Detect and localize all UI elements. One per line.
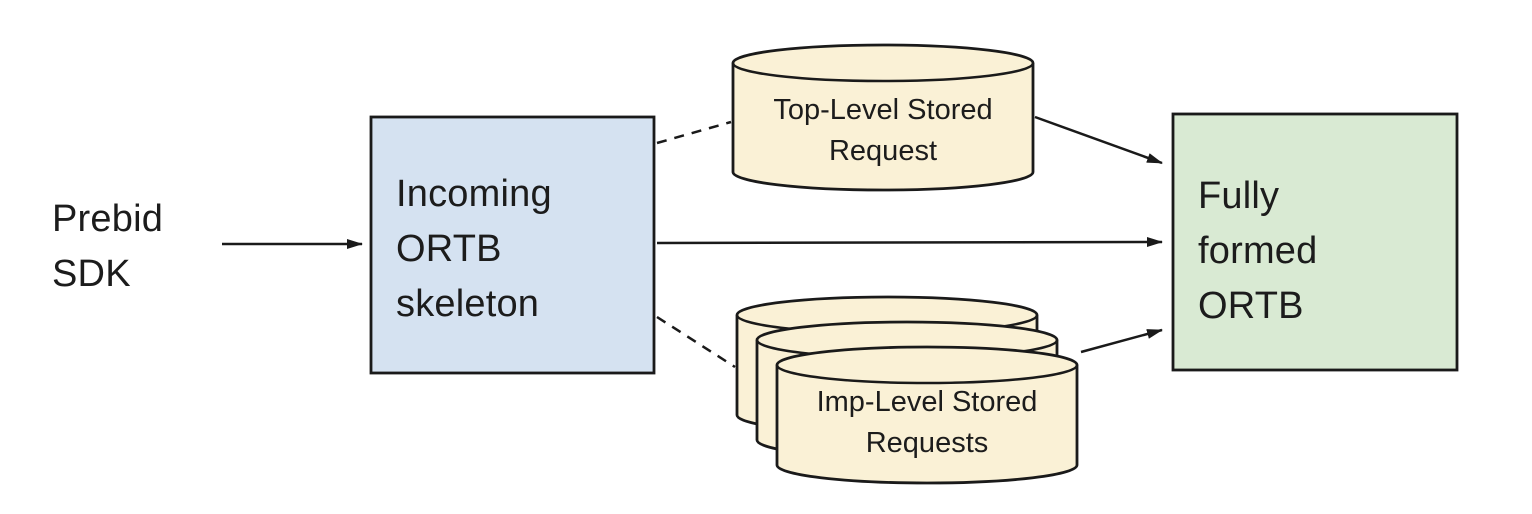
incoming-ortb-label: Incoming ORTB skeleton [396,167,552,332]
edge-implevel-to-fully-arrow [1080,328,1163,354]
imp-level-stored-requests-label-line1: Imp-Level Stored [816,386,1038,418]
incoming-ortb-box [369,115,656,375]
top-level-stored-request-label-line2: Request [828,135,937,167]
prebid-sdk-label-line2: SDK [52,253,131,295]
fully-formed-ortb-label-line1: Fully [1198,175,1280,217]
fully-formed-ortb-box [1171,112,1459,372]
fully-formed-ortb-label-line3: ORTB [1198,285,1304,327]
imp-level-stored-requests-label: Imp-Level Stored Requests [777,382,1077,464]
top-level-stored-request-label-line1: Top-Level Stored [773,94,993,126]
edge-incoming-to-implevel-dashed-line [656,315,736,369]
prebid-sdk-label: Prebid SDK [52,192,163,302]
edge-incoming-to-toplevel-dashed-line [656,120,732,145]
cylinder-body [731,43,1035,192]
top-level-stored-request-cylinder [731,43,1035,192]
edge-toplevel-to-fully-arrow [1034,115,1163,165]
incoming-ortb-label-line3: skeleton [396,283,540,325]
incoming-ortb-label-line2: ORTB [396,228,502,270]
cylinder-lid-arc-front [775,364,1079,385]
incoming-ortb-label-line1: Incoming [396,173,552,215]
imp-level-stored-requests-cylinder-stack [735,295,1079,485]
fully-formed-ortb-label: Fully formed ORTB [1198,169,1317,334]
top-level-stored-request-label: Top-Level Stored Request [733,90,1033,172]
cylinder-lid-arc [731,62,1035,83]
edge-incoming-to-fully-arrow [656,237,1163,248]
fully-formed-ortb-label-line2: formed [1198,230,1318,272]
prebid-sdk-label-line1: Prebid [52,198,164,240]
imp-level-stored-requests-label-line2: Requests [865,427,989,459]
